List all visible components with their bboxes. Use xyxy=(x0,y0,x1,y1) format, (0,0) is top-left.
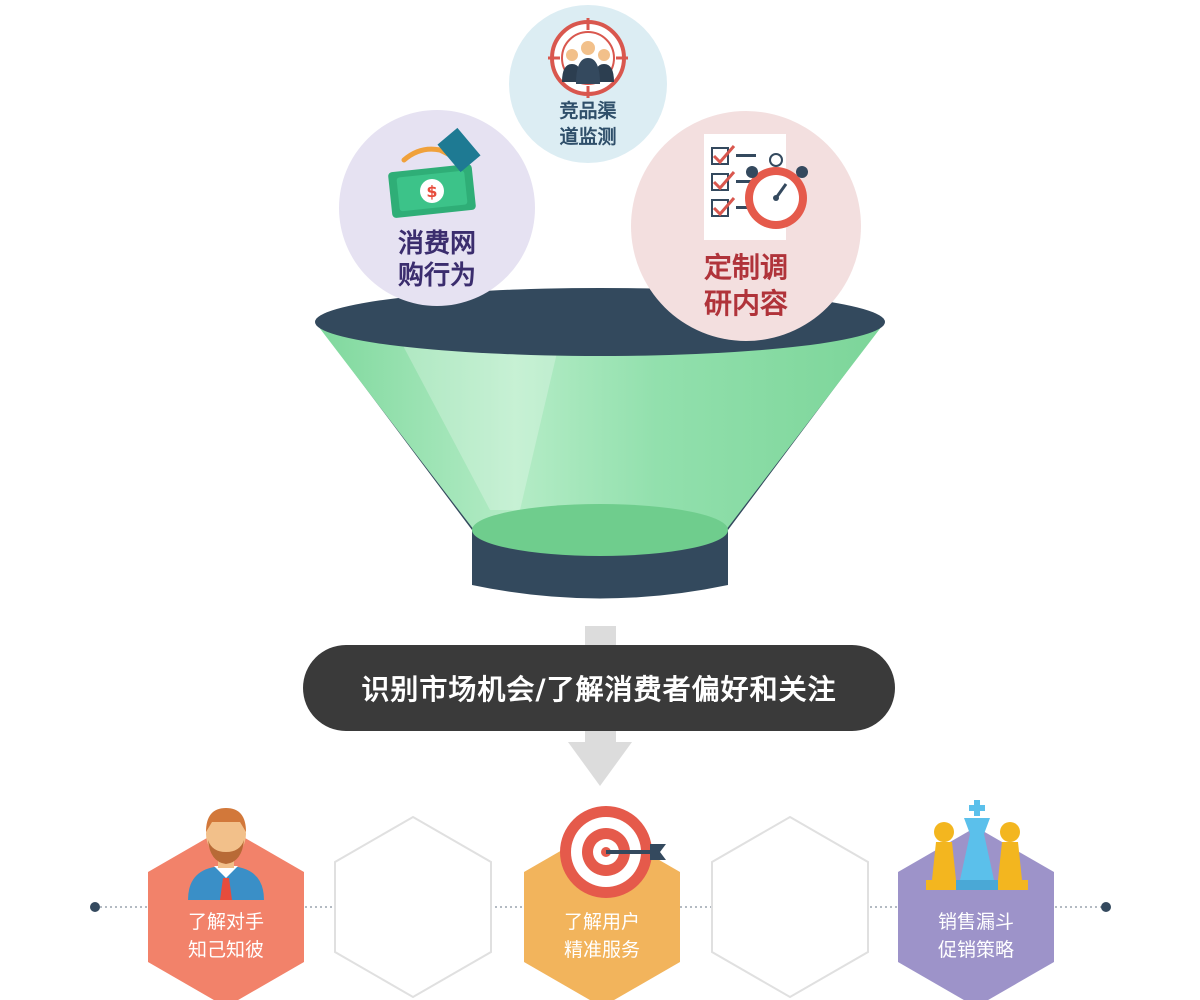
hexagon-user-label: 了解用户 精准服务 xyxy=(542,908,662,964)
timeline-start-dot xyxy=(90,902,100,912)
insight-banner: 识别市场机会/了解消费者偏好和关注 xyxy=(303,645,895,731)
hexagon-user-line1: 了解用户 xyxy=(563,911,640,933)
consumer-label: 消费网 购行为 xyxy=(372,228,502,292)
dart-target-icon xyxy=(560,806,666,898)
timeline-end-dot xyxy=(1101,902,1111,912)
custom-research-label: 定制调 研内容 xyxy=(676,250,816,322)
businessman-icon xyxy=(188,808,264,900)
custom-research-label-line1: 定制调 xyxy=(703,251,788,284)
target-people-icon xyxy=(548,18,628,98)
hexagon-funnel-line2: 促销策略 xyxy=(937,939,1014,961)
hexagon-opponent-line2: 知己知彼 xyxy=(187,939,264,961)
hexagon-user-line2: 精准服务 xyxy=(563,939,640,961)
svg-text:$: $ xyxy=(426,182,437,201)
funnel xyxy=(315,288,885,599)
hexagon-funnel-label: 销售漏斗 促销策略 xyxy=(916,908,1036,964)
hexagon-opponent-line1: 了解对手 xyxy=(187,911,264,933)
competitor-label: 竞品渠 道监测 xyxy=(538,98,638,150)
chess-pieces-icon xyxy=(926,800,1028,890)
money-hand-icon: $ xyxy=(388,127,481,218)
consumer-label-line2: 购行为 xyxy=(397,261,476,291)
hexagon-opponent xyxy=(148,827,304,1000)
hexagon-empty-2 xyxy=(711,815,869,999)
consumer-label-line1: 消费网 xyxy=(397,229,476,259)
insight-banner-text: 识别市场机会/了解消费者偏好和关注 xyxy=(361,673,837,706)
hexagon-empty-1 xyxy=(334,815,492,999)
custom-research-label-line2: 研内容 xyxy=(703,287,788,320)
competitor-label-line1: 竞品渠 xyxy=(559,100,617,122)
competitor-label-line2: 道监测 xyxy=(559,126,617,148)
hexagon-opponent-label: 了解对手 知己知彼 xyxy=(166,908,286,964)
hexagon-funnel-line1: 销售漏斗 xyxy=(937,911,1014,933)
checklist-stopwatch-icon xyxy=(704,134,808,240)
